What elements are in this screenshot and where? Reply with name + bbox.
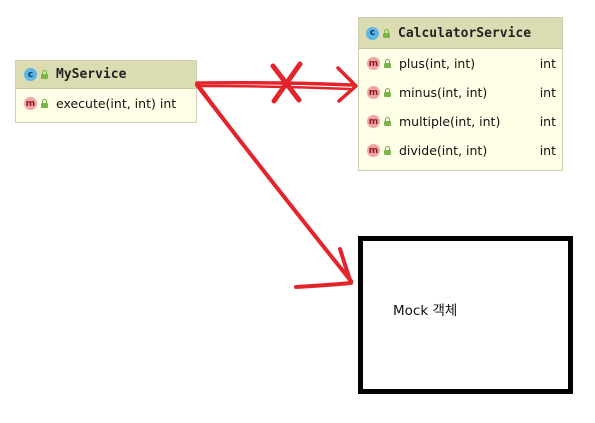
method-name: minus(int, int) [399, 85, 488, 100]
myservice-class-box: c MyService m execute(int, int) int [15, 60, 197, 123]
myservice-class-header: c MyService [16, 61, 196, 89]
method-return-type: int [539, 85, 556, 100]
blocked-arrow-head [336, 66, 358, 103]
class-icon: c [24, 68, 37, 81]
calculatorservice-method-row: m divide(int, int) int [359, 136, 562, 165]
method-icon: m [367, 57, 380, 70]
method-name: divide(int, int) [399, 143, 488, 158]
public-lock-icon [41, 99, 48, 108]
blocked-arrow-shaft [195, 81, 354, 87]
public-lock-icon [41, 70, 48, 79]
method-return-type: int [539, 143, 556, 158]
calculatorservice-method-row: m multiple(int, int) int [359, 107, 562, 136]
method-return-type: int [539, 114, 556, 129]
public-lock-icon [384, 59, 391, 68]
method-name: multiple(int, int) [399, 114, 501, 129]
calculatorservice-method-row: m plus(int, int) int [359, 49, 562, 78]
method-return-type: int [159, 96, 177, 111]
calculatorservice-class-box: c CalculatorService m plus(int, int) int… [358, 17, 563, 171]
x-cross-mark [270, 61, 303, 104]
calculatorservice-method-row: m minus(int, int) int [359, 78, 562, 107]
method-name: execute(int, int) [56, 96, 156, 111]
mock-arrow-head [294, 247, 353, 289]
public-lock-icon [384, 146, 391, 155]
mock-object-box: Mock 객체 [358, 236, 573, 394]
blocked-arrow-shaft-second-stroke [196, 84, 352, 91]
method-icon: m [367, 115, 380, 128]
public-lock-icon [384, 117, 391, 126]
class-icon: c [366, 26, 379, 40]
method-return-type: int [539, 56, 556, 71]
mock-object-label: Mock 객체 [393, 303, 458, 319]
calculatorservice-class-header: c CalculatorService [359, 18, 562, 49]
myservice-class-name: MyService [56, 67, 127, 82]
public-lock-icon [384, 88, 391, 97]
public-lock-icon [383, 28, 390, 38]
method-icon: m [24, 97, 37, 110]
method-icon: m [367, 144, 380, 157]
mock-arrow-shaft-second-stroke [199, 86, 351, 280]
method-icon: m [367, 86, 380, 99]
method-name: plus(int, int) [399, 56, 476, 71]
myservice-method-row: m execute(int, int) int [16, 89, 196, 118]
calculatorservice-class-name: CalculatorService [398, 25, 532, 41]
